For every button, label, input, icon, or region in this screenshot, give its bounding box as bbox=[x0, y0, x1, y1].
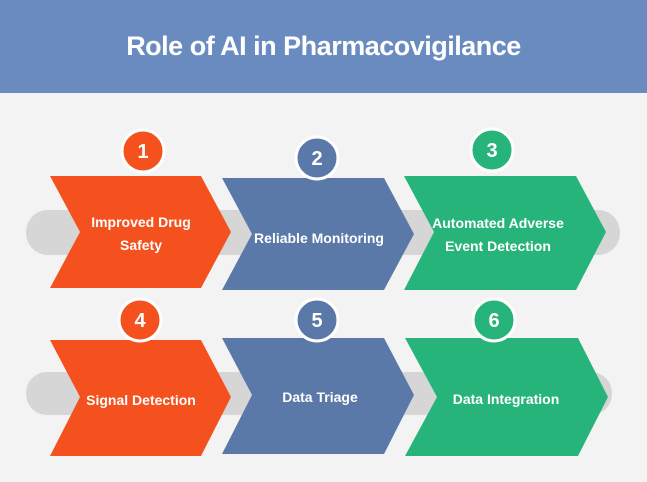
page-title: Role of AI in Pharmacovigilance bbox=[126, 31, 521, 61]
step-1-label: Improved Drug bbox=[91, 214, 191, 230]
step-2-chevron bbox=[222, 178, 414, 290]
title-banner: Role of AI in Pharmacovigilance bbox=[0, 0, 647, 93]
step-3-label-line2: Event Detection bbox=[445, 238, 551, 254]
step-5-badge: 5 bbox=[294, 297, 340, 343]
step-2-badge: 2 bbox=[294, 135, 340, 181]
svg-text:6: 6 bbox=[488, 310, 499, 332]
step-6-chevron bbox=[405, 338, 608, 456]
step-6-badge: 6 bbox=[471, 297, 517, 343]
step-5-label: Data Triage bbox=[282, 389, 358, 405]
step-1-label-line2: Safety bbox=[120, 237, 162, 253]
step-4-badge: 4 bbox=[117, 297, 163, 343]
step-1-badge: 1 bbox=[120, 128, 166, 174]
svg-text:3: 3 bbox=[486, 140, 497, 162]
svg-text:4: 4 bbox=[134, 310, 146, 332]
svg-text:5: 5 bbox=[311, 310, 322, 332]
step-3-label: Automated Adverse bbox=[432, 215, 564, 231]
step-2-label: Reliable Monitoring bbox=[254, 230, 384, 246]
svg-text:2: 2 bbox=[311, 148, 322, 170]
step-5-chevron bbox=[222, 338, 414, 454]
step-4-chevron bbox=[50, 340, 231, 456]
step-3-chevron bbox=[404, 176, 606, 290]
step-4-label: Signal Detection bbox=[86, 392, 196, 408]
step-1-chevron bbox=[50, 176, 231, 288]
step-3-badge: 3 bbox=[469, 127, 515, 173]
svg-text:1: 1 bbox=[137, 141, 148, 163]
step-6-label: Data Integration bbox=[453, 391, 560, 407]
